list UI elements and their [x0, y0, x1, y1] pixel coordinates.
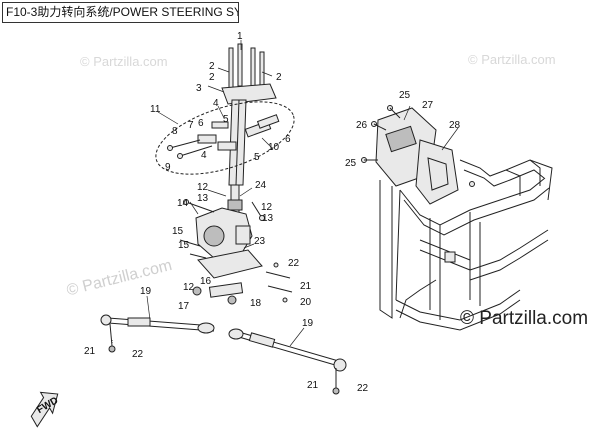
callout-label: 19 [140, 286, 152, 297]
callout-label: 27 [422, 100, 434, 111]
callout-label: 4 [213, 98, 219, 109]
callout-label: 25 [399, 90, 411, 101]
watermark: © Partzilla.com [80, 54, 168, 69]
callout-label: 17 [178, 301, 190, 312]
callout-label: 23 [254, 236, 266, 247]
fwd-label: FWD [35, 395, 60, 416]
steering-gear-box [179, 199, 265, 279]
callout-label: 2 [209, 72, 215, 83]
callout-label: 18 [250, 298, 262, 309]
callout-label: 13 [197, 193, 209, 204]
column-bracket-assembly [155, 101, 295, 175]
svg-text:FWD: FWD [35, 395, 60, 416]
callout-label: 3 [196, 83, 202, 94]
lower-linkage [192, 262, 293, 305]
callout-label: 5 [223, 114, 229, 125]
callout-label: 15 [172, 226, 184, 237]
callout-label: 26 [356, 120, 368, 131]
watermark: © Partzilla.com [468, 52, 556, 67]
callout-label: 13 [262, 213, 274, 224]
fwd-arrow-icon [30, 391, 59, 428]
callout-label: 14 [177, 198, 189, 209]
callout-label: 24 [255, 180, 267, 191]
callout-label: 6 [198, 118, 204, 129]
callout-label: 12 [197, 182, 209, 193]
callout-label: 5 [254, 152, 260, 163]
vehicle-frame [379, 159, 553, 331]
callout-label: 12 [261, 202, 273, 213]
callout-label: 15 [178, 240, 190, 251]
callout-label: 4 [201, 150, 207, 161]
callout-label: 19 [302, 318, 314, 329]
callout-label: 2 [209, 61, 215, 72]
callout-label: 21 [300, 281, 312, 292]
callout-label: 10 [268, 142, 280, 153]
callout-label: 22 [288, 258, 300, 269]
callout-label: 22 [357, 383, 369, 394]
callout-label: 2 [276, 72, 282, 83]
callout-label: 21 [307, 380, 319, 391]
callout-label: 8 [172, 126, 178, 137]
right-tie-rod [228, 328, 347, 395]
callout-label: 25 [345, 158, 357, 169]
callout-numbers: 1 2 2 3 2 4 5 6 7 8 4 9 10 6 11 5 12 24 … [84, 31, 461, 394]
leader-lines [146, 40, 459, 347]
callout-label: 12 [183, 282, 195, 293]
eps-controller-bracket [361, 105, 475, 205]
callout-label: 20 [300, 297, 312, 308]
left-tie-rod [100, 314, 215, 353]
callout-label: 22 [132, 349, 144, 360]
callout-label: 16 [200, 276, 212, 287]
watermark: © Partzilla.com [460, 308, 589, 329]
callout-label: 1 [237, 31, 243, 42]
callout-label: 11 [150, 104, 161, 115]
callout-label: 9 [165, 162, 171, 173]
callout-label: 28 [449, 120, 461, 131]
callout-label: 7 [188, 120, 194, 131]
steering-column [221, 43, 277, 226]
callout-label: 21 [84, 346, 96, 357]
callout-label: 6 [285, 134, 291, 145]
diagram-title: F10-3助力转向系统/POWER STEERING SYSTEM [2, 2, 239, 23]
